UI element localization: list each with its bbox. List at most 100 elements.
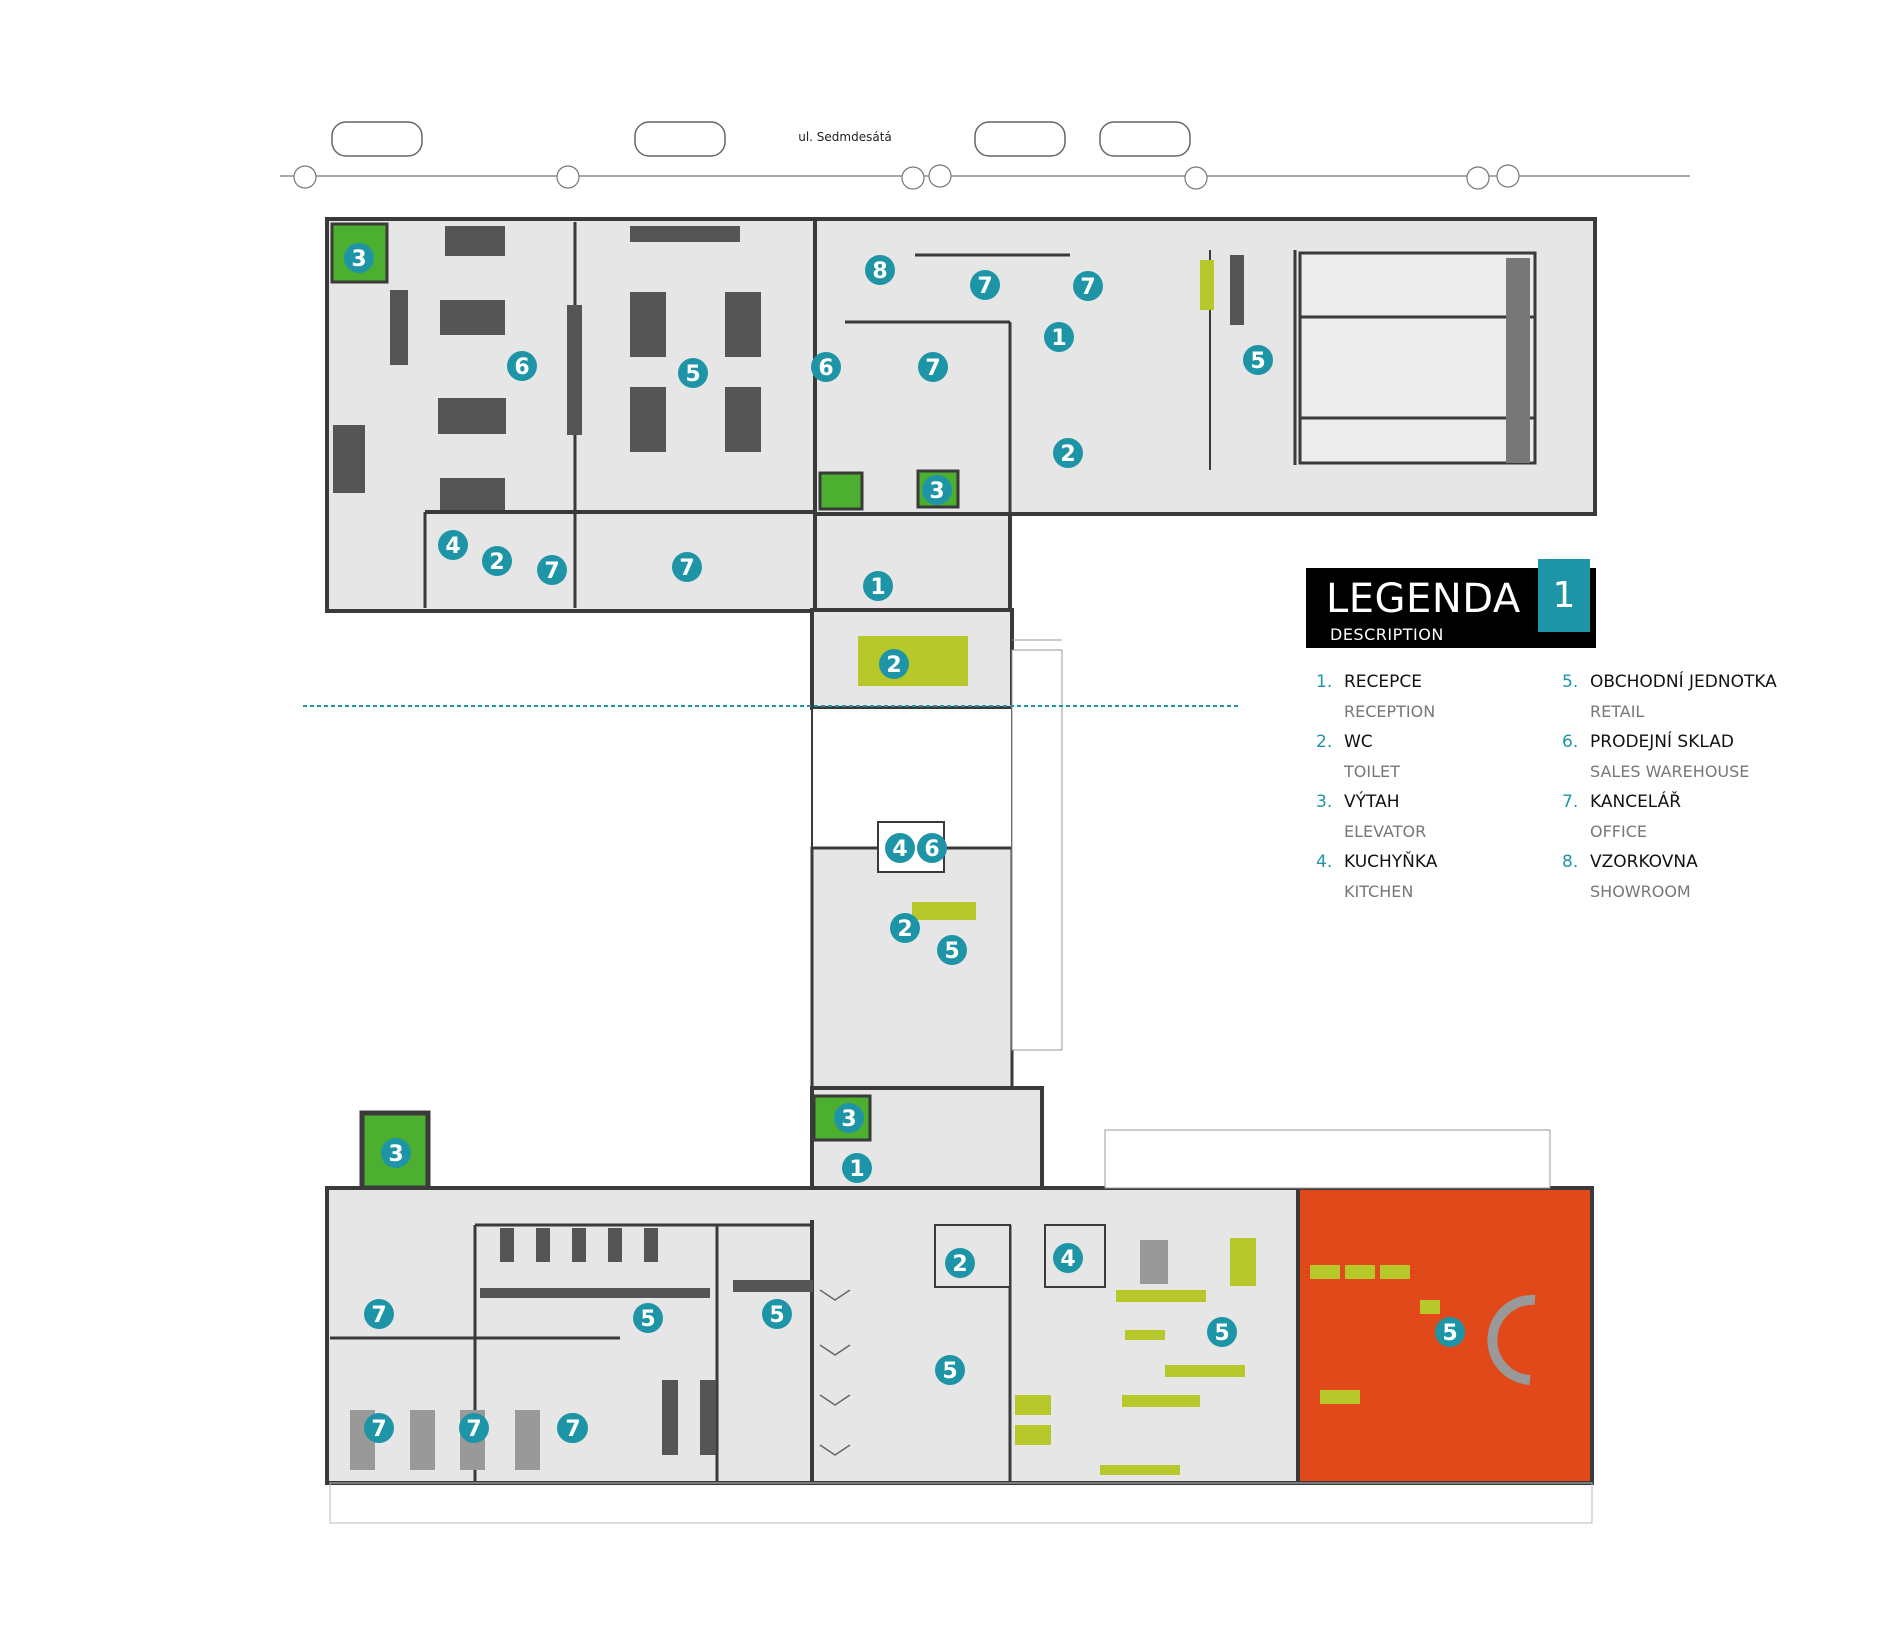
legend-item-label-cz: KANCELÁŘ xyxy=(1590,792,1682,812)
room-badge: 2 xyxy=(890,913,920,943)
room-badge-number: 3 xyxy=(351,247,366,272)
tree-icon xyxy=(1496,164,1520,188)
room-badge: 7 xyxy=(672,552,702,582)
elevator-shaft xyxy=(818,471,864,511)
room-badge-circle xyxy=(344,243,374,273)
room-badge-number: 7 xyxy=(679,556,694,581)
room-badge-number: 1 xyxy=(870,575,885,600)
terrace-outline xyxy=(329,1482,1593,1524)
room-badge: 7 xyxy=(537,555,567,585)
room-badge: 7 xyxy=(1073,271,1103,301)
room-badge-number: 7 xyxy=(544,559,559,584)
room-badge-circle xyxy=(482,546,512,576)
room-badge-number: 6 xyxy=(818,356,833,381)
room-badge-number: 3 xyxy=(929,479,944,504)
room-badge-circle xyxy=(834,1103,864,1133)
legend-item-label-cz: OBCHODNÍ JEDNOTKA xyxy=(1590,672,1777,692)
room-badge-number: 7 xyxy=(925,356,940,381)
room-badge-circle xyxy=(917,833,947,863)
legend-title: LEGENDA xyxy=(1326,576,1521,622)
room-badge: 6 xyxy=(917,833,947,863)
room-badge-circle xyxy=(364,1413,394,1443)
room-badge-circle xyxy=(945,1248,975,1278)
room-badge-number: 2 xyxy=(897,917,912,942)
room-badge-number: 5 xyxy=(685,362,700,387)
room-badge-number: 7 xyxy=(371,1417,386,1442)
room-badge-number: 5 xyxy=(769,1303,784,1328)
legend-item-number: 2. xyxy=(1316,732,1333,752)
legend-item-label-en: SALES WAREHOUSE xyxy=(1590,762,1750,781)
room-badge-number: 2 xyxy=(489,550,504,575)
legend-item-label-cz: PRODEJNÍ SKLAD xyxy=(1590,732,1734,752)
room-badge: 5 xyxy=(1435,1317,1465,1347)
room-badge: 5 xyxy=(935,1355,965,1385)
room-badge-circle xyxy=(937,935,967,965)
room-badge-circle xyxy=(935,1355,965,1385)
room-badge-number: 5 xyxy=(1214,1321,1229,1346)
street-name: ul. Sedmdesátá xyxy=(798,130,892,144)
legend-item: 1. RECEPCE RECEPTION xyxy=(1316,672,1546,732)
room-badge-circle xyxy=(678,358,708,388)
room-badge: 3 xyxy=(834,1103,864,1133)
legend-column-right: 5. OBCHODNÍ JEDNOTKA RETAIL 6. PRODEJNÍ … xyxy=(1562,672,1792,912)
room-badge-number: 2 xyxy=(886,653,901,678)
room-badge: 2 xyxy=(1053,438,1083,468)
legend-column-left: 1. RECEPCE RECEPTION 2. WC TOILET 3. VÝT… xyxy=(1316,672,1546,912)
room-badge: 7 xyxy=(459,1413,489,1443)
room-badge-circle xyxy=(811,352,841,382)
room-badge-number: 1 xyxy=(849,1157,864,1182)
legend-header: LEGENDA DESCRIPTION 1 xyxy=(1306,559,1596,648)
legend-item: 4. KUCHYŇKA KITCHEN xyxy=(1316,852,1546,912)
room-badge-circle xyxy=(459,1413,489,1443)
room-badge: 1 xyxy=(863,571,893,601)
room-badge-circle xyxy=(633,1303,663,1333)
room-badge: 2 xyxy=(945,1248,975,1278)
room-badge-circle xyxy=(842,1153,872,1183)
legend-item-number: 4. xyxy=(1316,852,1333,872)
room-badge-circle xyxy=(1053,438,1083,468)
legend-item: 7. KANCELÁŘ OFFICE xyxy=(1562,792,1792,852)
car-icon xyxy=(974,121,1066,157)
tree-icon xyxy=(293,165,317,189)
legend-item-label-cz: WC xyxy=(1344,732,1373,752)
room-badge-circle xyxy=(1243,345,1273,375)
room-badge: 7 xyxy=(918,352,948,382)
room-badge: 8 xyxy=(865,255,895,285)
room-badge-circle xyxy=(507,351,537,381)
room-badge: 2 xyxy=(879,649,909,679)
room-badge-number: 5 xyxy=(944,939,959,964)
room-badge-number: 4 xyxy=(1060,1247,1075,1272)
room-badge-number: 2 xyxy=(1060,442,1075,467)
room-badge-circle xyxy=(885,833,915,863)
legend-item: 6. PRODEJNÍ SKLAD SALES WAREHOUSE xyxy=(1562,732,1792,792)
room-badge-number: 8 xyxy=(872,259,887,284)
room-badge-number: 4 xyxy=(892,837,907,862)
legend-item-label-cz: VZORKOVNA xyxy=(1590,852,1698,872)
room-badge-circle xyxy=(1044,322,1074,352)
room-badge-number: 5 xyxy=(1250,349,1265,374)
legend-item-label-en: OFFICE xyxy=(1590,822,1647,841)
legend-item-label-en: TOILET xyxy=(1344,762,1400,781)
room-badge-circle xyxy=(918,352,948,382)
room-badge-number: 4 xyxy=(445,534,460,559)
room-badge: 7 xyxy=(364,1299,394,1329)
room-badge: 5 xyxy=(762,1299,792,1329)
room-badge-number: 1 xyxy=(1051,326,1066,351)
legend-item-number: 7. xyxy=(1562,792,1579,812)
room-badge-circle xyxy=(672,552,702,582)
legend-item-label-en: RECEPTION xyxy=(1344,702,1436,721)
legend-item-label-en: RETAIL xyxy=(1590,702,1645,721)
street-trees xyxy=(293,164,1520,190)
room-badge: 4 xyxy=(1053,1243,1083,1273)
room-badge: 5 xyxy=(633,1303,663,1333)
room-badge: 1 xyxy=(1044,322,1074,352)
tree-icon xyxy=(928,164,952,188)
room-badge-circle xyxy=(1053,1243,1083,1273)
legend-item-number: 5. xyxy=(1562,672,1579,692)
room-badge-number: 7 xyxy=(371,1303,386,1328)
room-badge-circle xyxy=(1073,271,1103,301)
room-badge-circle xyxy=(364,1299,394,1329)
room-badge-number: 7 xyxy=(977,274,992,299)
room-badge-circle xyxy=(970,270,1000,300)
